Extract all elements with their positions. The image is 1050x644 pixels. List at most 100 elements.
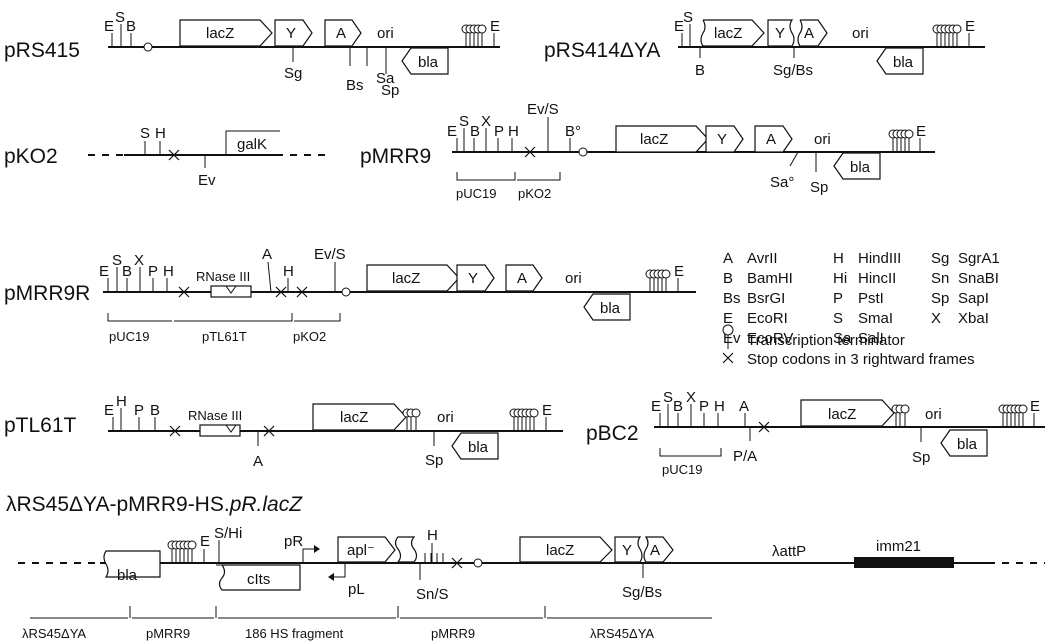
pRS414YA-map: pRS414ΔYA E S lacZ Y A ori bla B Sg/Bs E bbox=[544, 9, 985, 79]
lambda-site-H: H bbox=[427, 527, 438, 544]
pRS415-ori-marker bbox=[143, 42, 153, 52]
legend-enzyme: HincII bbox=[858, 270, 896, 287]
legend-abbr: S bbox=[833, 310, 843, 327]
segment-label: pMRR9 bbox=[146, 626, 190, 641]
segment-label: pMRR9 bbox=[431, 626, 475, 641]
pRS414YA-site-SgBs: Sg/Bs bbox=[773, 62, 813, 79]
pKO2-label: pKO2 bbox=[4, 145, 58, 168]
pBC2-label: pBC2 bbox=[586, 422, 639, 445]
pMRR9-bracket-pKO2: pKO2 bbox=[518, 186, 551, 201]
lambda-site-E: E bbox=[200, 533, 210, 550]
segment-label: 186 HS fragment bbox=[245, 626, 344, 641]
pMRR9R-site-B: B bbox=[122, 263, 132, 280]
lambda-pL: pL bbox=[348, 581, 365, 598]
pBC2-site-PA: P/A bbox=[733, 448, 757, 465]
pBC2-site-A: A bbox=[739, 398, 749, 415]
pKO2-site-Ev: Ev bbox=[198, 172, 216, 189]
pMRR9R-A: A bbox=[517, 270, 527, 287]
pRS415-map: pRS415 E S B lacZ Y A ori bla Sg Bs Sa S… bbox=[4, 9, 500, 99]
pMRR9R-Y: Y bbox=[468, 270, 478, 287]
pMRR9-bla: bla bbox=[850, 159, 871, 176]
pMRR9-site-E: E bbox=[447, 123, 457, 140]
legend-abbr: Sa bbox=[833, 330, 852, 347]
pMRR9-site-EvS: Ev/S bbox=[527, 101, 559, 118]
pBC2-map: pBC2 E S B X P H A P/A lacZ ori Sp bla E… bbox=[586, 389, 1045, 477]
pTL61T-site-E-end: E bbox=[542, 402, 552, 419]
legend-enzyme: SgrA1 bbox=[958, 250, 1000, 267]
pRS415-lacZ-box bbox=[179, 19, 273, 47]
pRS414YA-bla: bla bbox=[893, 54, 914, 71]
pBC2-ori: ori bbox=[925, 406, 942, 423]
pMRR9R-bracket-pTL61T: pTL61T bbox=[202, 329, 247, 344]
pMRR9-site-E-end: E bbox=[916, 123, 926, 140]
legend-abbr: X bbox=[931, 310, 941, 327]
pRS414YA-lacZ: lacZ bbox=[714, 25, 742, 42]
pTL61T-label: pTL61T bbox=[4, 414, 77, 437]
pBC2-site-E: E bbox=[651, 398, 661, 415]
pMRR9R-lacZ: lacZ bbox=[392, 270, 420, 287]
pRS414YA-Y: Y bbox=[775, 25, 785, 42]
pMRR9R-map: pMRR9R E S B X P H RNase III A H Ev/S la… bbox=[4, 246, 696, 344]
pRS415-site-Sg: Sg bbox=[284, 65, 302, 82]
pTL61T-map: pTL61T E H P B RNase III A lacZ ori Sp b… bbox=[4, 393, 563, 470]
legend-abbr: Bs bbox=[723, 290, 741, 307]
pMRR9R-site-X: X bbox=[134, 252, 144, 269]
pMRR9-A: A bbox=[766, 131, 776, 148]
pMRR9-site-P: P bbox=[494, 123, 504, 140]
pRS415-site-S: S bbox=[115, 9, 125, 26]
legend-abbr: E bbox=[723, 310, 733, 327]
legend-enzyme: AvrII bbox=[747, 250, 778, 267]
pMRR9-lacZ: lacZ bbox=[640, 131, 668, 148]
pRS415-site-Bs: Bs bbox=[346, 77, 364, 94]
lambda-title: λRS45ΔYA-pMRR9-HS.pR.lacZ bbox=[6, 493, 303, 516]
legend-abbr: Sg bbox=[931, 250, 949, 267]
pMRR9R-label: pMRR9R bbox=[4, 282, 90, 305]
legend-enzyme: EcoRI bbox=[747, 310, 788, 327]
legend-col2: H HindIII Hi HincII P PstI S SmaI Sa Sal… bbox=[833, 250, 901, 347]
legend-enzyme: SmaI bbox=[858, 310, 893, 327]
pMRR9-ori: ori bbox=[814, 131, 831, 148]
pBC2-site-X: X bbox=[686, 389, 696, 406]
pRS415-label: pRS415 bbox=[4, 39, 80, 62]
pTL61T-site-E: E bbox=[104, 402, 114, 419]
pMRR9-site-Sa-deg: Sa° bbox=[770, 174, 794, 191]
pMRR9R-site-S: S bbox=[112, 252, 122, 269]
pMRR9R-site-EvS: Ev/S bbox=[314, 246, 346, 263]
pMRR9R-bracket-pKO2: pKO2 bbox=[293, 329, 326, 344]
pTL61T-site-H: H bbox=[116, 393, 127, 410]
legend-abbr: Hi bbox=[833, 270, 847, 287]
pTL61T-site-B: B bbox=[150, 402, 160, 419]
pMRR9-site-S: S bbox=[459, 113, 469, 130]
pRS414YA-label: pRS414ΔYA bbox=[544, 39, 660, 62]
pMRR9R-site-H: H bbox=[163, 263, 174, 280]
pBC2-site-E-end: E bbox=[1030, 398, 1040, 415]
pMRR9R-site-A: A bbox=[262, 246, 272, 263]
pMRR9R-site-E-end: E bbox=[674, 263, 684, 280]
pMRR9-site-X: X bbox=[481, 113, 491, 130]
legend-abbr: P bbox=[833, 290, 843, 307]
pTL61T-ori: ori bbox=[437, 409, 454, 426]
stop-codon-icon bbox=[722, 352, 734, 364]
pRS415-A: A bbox=[336, 25, 346, 42]
legend-terminator: Transcription terminator bbox=[747, 332, 905, 349]
pRS415-site-E: E bbox=[104, 18, 114, 35]
pMRR9-site-Sp: Sp bbox=[810, 179, 828, 196]
pBC2-lacZ: lacZ bbox=[828, 406, 856, 423]
legend-enzyme: BamHI bbox=[747, 270, 793, 287]
legend-stop: Stop codons in 3 rightward frames bbox=[747, 351, 975, 368]
pTL61T-site-P: P bbox=[134, 402, 144, 419]
lambda-Y: Y bbox=[622, 542, 632, 559]
lambda-imm21: imm21 bbox=[876, 538, 921, 555]
legend-abbr: A bbox=[723, 250, 733, 267]
legend-enzyme: SalI bbox=[858, 330, 884, 347]
pBC2-bracket-pUC19: pUC19 bbox=[662, 462, 702, 477]
legend: A AvrII B BamHI Bs BsrGI E EcoRI Ev EcoR… bbox=[722, 250, 1000, 368]
pRS415-ori: ori bbox=[377, 25, 394, 42]
pRS414YA-site-E-end: E bbox=[965, 18, 975, 35]
pBC2-site-B: B bbox=[673, 398, 683, 415]
pMRR9R-site-E: E bbox=[99, 263, 109, 280]
pBC2-site-H: H bbox=[714, 398, 725, 415]
pTL61T-lacZ: lacZ bbox=[340, 409, 368, 426]
segment-label: λRS45ΔYA bbox=[590, 626, 654, 641]
